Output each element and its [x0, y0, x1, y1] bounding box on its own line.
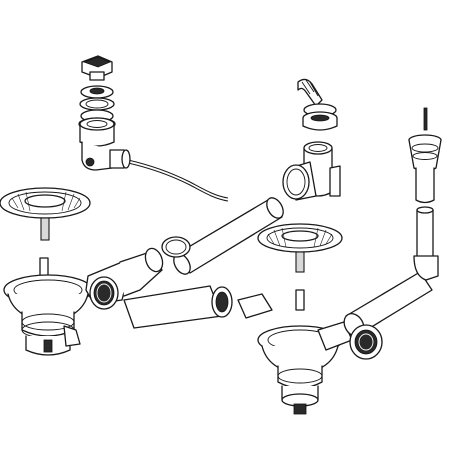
left-tailpiece	[85, 247, 233, 329]
right-waste-outlet	[237, 293, 353, 406]
left-waste-outlet	[3, 257, 93, 356]
overflow-assembly	[78, 55, 131, 171]
dishwasher-standpipe	[408, 107, 442, 281]
connecting-pipe	[161, 197, 284, 275]
overflow-elbow	[297, 78, 338, 131]
right-strainer-basket	[257, 223, 343, 311]
left-strainer-basket	[0, 187, 91, 241]
overflow-tee-fitting	[282, 141, 341, 201]
trap-connector-pipe	[343, 271, 433, 360]
bottle-trap	[281, 393, 319, 415]
overflow-knob	[81, 55, 113, 81]
